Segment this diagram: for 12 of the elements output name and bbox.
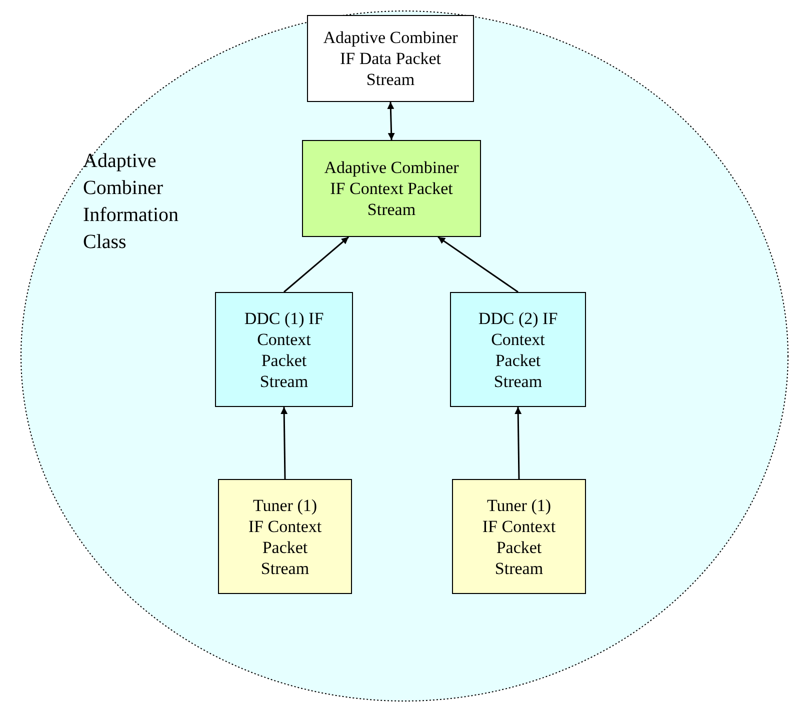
packet-stream-box: Tuner (1) IF Context Packet Stream	[218, 479, 352, 594]
arrow	[280, 406, 288, 480]
packet-stream-box: Tuner (1) IF Context Packet Stream	[452, 479, 586, 594]
packet-stream-box: DDC (1) IF Context Packet Stream	[215, 292, 353, 407]
packet-stream-box: Adaptive Combiner IF Data Packet Stream	[307, 15, 474, 102]
arrow	[514, 406, 522, 480]
packet-stream-box: Adaptive Combiner IF Context Packet Stream	[302, 140, 481, 237]
packet-stream-box: DDC (2) IF Context Packet Stream	[450, 292, 586, 407]
arrow	[438, 236, 518, 293]
class-label: Adaptive Combiner Information Class	[83, 149, 180, 255]
arrow	[284, 236, 350, 293]
arrow	[387, 102, 395, 140]
